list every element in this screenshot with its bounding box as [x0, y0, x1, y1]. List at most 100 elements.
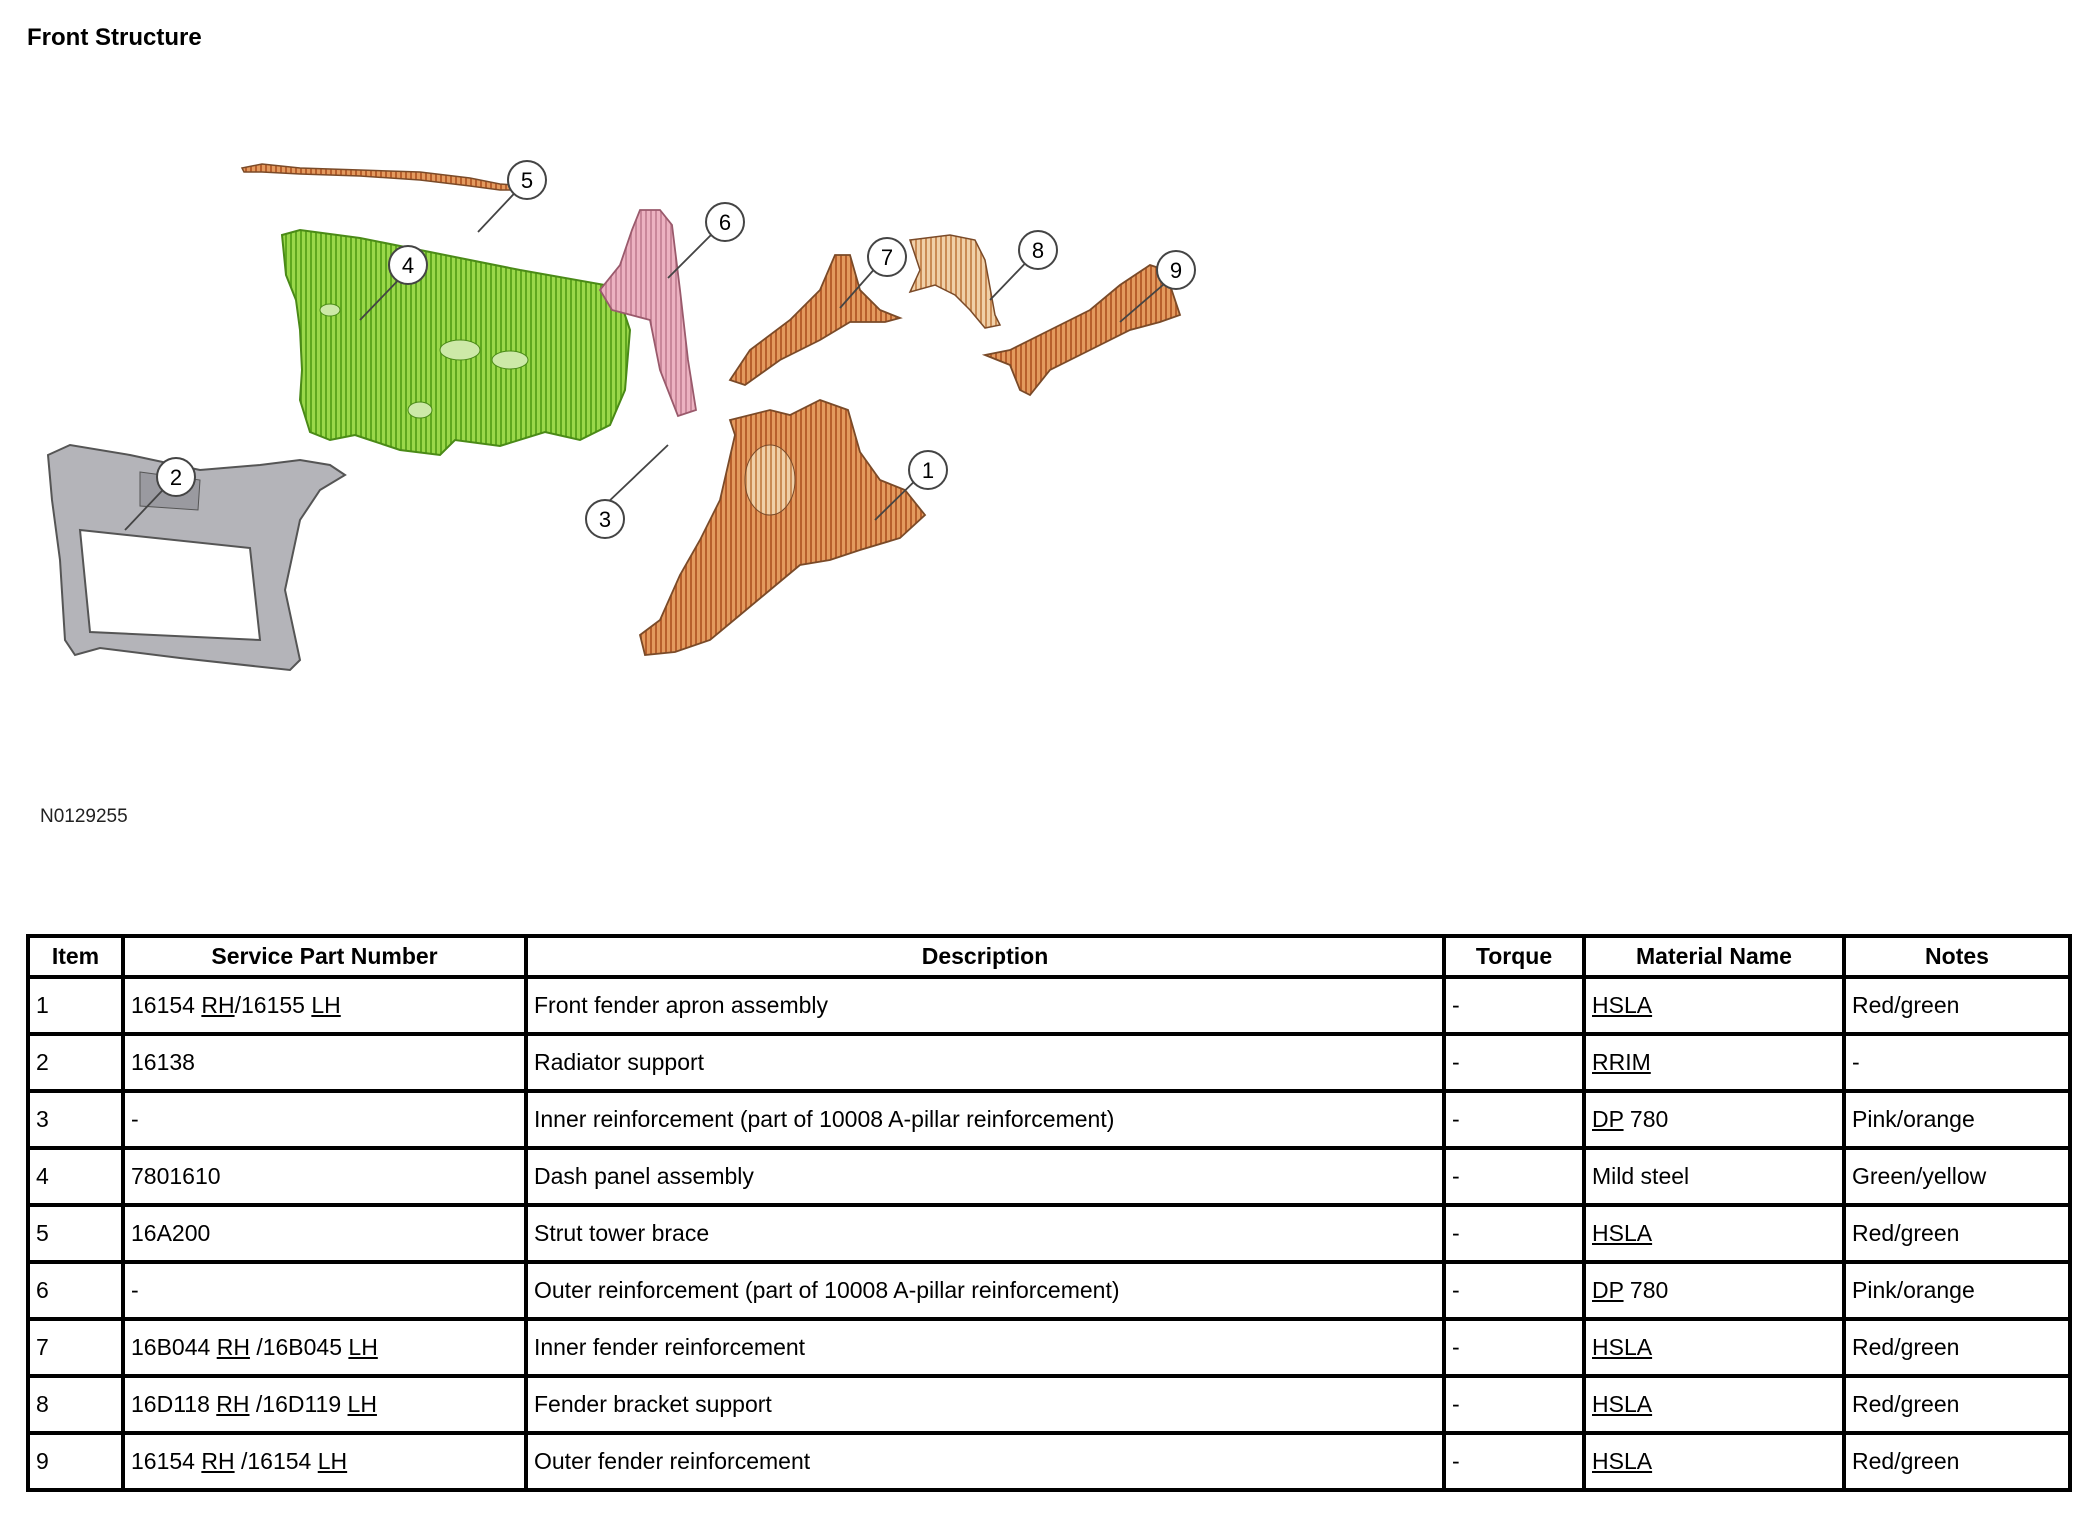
cell-service-part-number: 16138: [121, 1032, 528, 1093]
svg-text:4: 4: [402, 253, 414, 278]
part-9-outer-fender-reinforcement: [981, 264, 1182, 397]
cell-material-name: DP 780: [1582, 1089, 1846, 1150]
material-link[interactable]: RRIM: [1592, 1049, 1651, 1075]
cell-torque: -: [1442, 1203, 1586, 1264]
part-number-text: 16154: [131, 992, 202, 1018]
material-link[interactable]: HSLA: [1592, 992, 1653, 1018]
part-7-inner-fender-reinforcement: [728, 254, 903, 386]
cell-torque: -: [1442, 1032, 1586, 1093]
cell-material-name: Mild steel: [1582, 1146, 1846, 1207]
cell-material-name: HSLA: [1582, 1431, 1846, 1492]
part-number-text: 16A200: [131, 1220, 211, 1246]
header-item: Item: [26, 934, 125, 979]
svg-text:9: 9: [1170, 258, 1182, 283]
cell-service-part-number: 7801610: [121, 1146, 528, 1207]
cell-material-name: HSLA: [1582, 975, 1846, 1036]
part-number-text: /16155: [234, 992, 312, 1018]
callout-8: 8: [1018, 230, 1058, 270]
callout-6: 6: [705, 202, 745, 242]
cell-torque: -: [1442, 1317, 1586, 1378]
material-link[interactable]: DP: [1592, 1277, 1624, 1303]
header-notes: Notes: [1842, 934, 2072, 979]
material-link[interactable]: DP: [1592, 1106, 1624, 1132]
material-text: 780: [1623, 1277, 1669, 1303]
page-title: Front Structure: [27, 24, 202, 51]
part-number-text: 16B044: [131, 1334, 217, 1360]
header-material-name: Material Name: [1582, 934, 1846, 979]
side-link[interactable]: LH: [347, 1391, 377, 1417]
header-description: Description: [524, 934, 1446, 979]
material-link[interactable]: HSLA: [1592, 1448, 1653, 1474]
cell-notes: Red/green: [1842, 1203, 2072, 1264]
cell-item: 3: [26, 1089, 125, 1150]
cell-description: Inner fender reinforcement: [524, 1317, 1446, 1378]
table-row: 3-Inner reinforcement (part of 10008 A-p…: [26, 1089, 2072, 1150]
side-link[interactable]: LH: [348, 1334, 378, 1360]
cell-notes: Green/yellow: [1842, 1146, 2072, 1207]
part-number-text: 16D118: [131, 1391, 217, 1417]
cell-torque: -: [1442, 1374, 1586, 1435]
part-number-text: /16D119: [249, 1391, 348, 1417]
callout-7: 7: [867, 237, 907, 277]
cell-material-name: DP 780: [1582, 1260, 1846, 1321]
part-5-strut-tower-brace: [240, 163, 534, 191]
cell-service-part-number: -: [121, 1260, 528, 1321]
cell-item: 6: [26, 1260, 125, 1321]
cell-notes: Pink/orange: [1842, 1089, 2072, 1150]
part-8-fender-bracket-support: [908, 234, 1002, 329]
side-link[interactable]: RH: [201, 992, 235, 1018]
figure-id: N0129255: [40, 806, 128, 827]
cell-service-part-number: -: [121, 1089, 528, 1150]
part-number-text: -: [131, 1106, 139, 1132]
side-link[interactable]: RH: [201, 1448, 235, 1474]
side-link[interactable]: RH: [216, 1334, 250, 1360]
cell-notes: Red/green: [1842, 1317, 2072, 1378]
cell-item: 4: [26, 1146, 125, 1207]
side-link[interactable]: LH: [311, 992, 341, 1018]
cell-material-name: HSLA: [1582, 1203, 1846, 1264]
part-number-text: -: [131, 1277, 139, 1303]
callout-5: 5: [507, 160, 547, 200]
cell-description: Fender bracket support: [524, 1374, 1446, 1435]
cell-service-part-number: 16154 RH/16155 LH: [121, 975, 528, 1036]
callout-9: 9: [1156, 250, 1196, 290]
svg-text:8: 8: [1032, 238, 1044, 263]
cell-notes: Red/green: [1842, 1374, 2072, 1435]
part-number-text: /16B045: [249, 1334, 349, 1360]
cell-service-part-number: 16154 RH /16154 LH: [121, 1431, 528, 1492]
callout-1: 1: [908, 450, 948, 490]
cell-item: 2: [26, 1032, 125, 1093]
part-6-outer-a-pillar-reinforcement: [598, 209, 698, 418]
cell-item: 1: [26, 975, 125, 1036]
cell-description: Front fender apron assembly: [524, 975, 1446, 1036]
cell-description: Outer reinforcement (part of 10008 A-pil…: [524, 1260, 1446, 1321]
material-link[interactable]: HSLA: [1592, 1334, 1653, 1360]
material-text: Mild steel: [1592, 1163, 1690, 1189]
material-text: 780: [1623, 1106, 1669, 1132]
side-link[interactable]: RH: [216, 1391, 250, 1417]
part-1-front-fender-apron: [638, 399, 927, 656]
part-number-text: 16138: [131, 1049, 195, 1075]
callout-2: 2: [156, 457, 196, 497]
front-structure-illustration: 1 2 3 4 5 6 7 8 9: [46, 160, 1196, 672]
material-link[interactable]: HSLA: [1592, 1391, 1653, 1417]
side-link[interactable]: LH: [317, 1448, 348, 1474]
material-link[interactable]: HSLA: [1592, 1220, 1653, 1246]
cell-notes: Red/green: [1842, 1431, 2072, 1492]
cell-torque: -: [1442, 1431, 1586, 1492]
cell-description: Radiator support: [524, 1032, 1446, 1093]
cell-description: Outer fender reinforcement: [524, 1431, 1446, 1492]
callout-4: 4: [388, 245, 428, 285]
callout-leader: [604, 444, 669, 506]
svg-text:5: 5: [521, 168, 533, 193]
part-number-text: 16154: [131, 1448, 202, 1474]
cell-service-part-number: 16B044 RH /16B045 LH: [121, 1317, 528, 1378]
header-torque: Torque: [1442, 934, 1586, 979]
svg-text:7: 7: [881, 245, 893, 270]
svg-text:2: 2: [170, 465, 182, 490]
